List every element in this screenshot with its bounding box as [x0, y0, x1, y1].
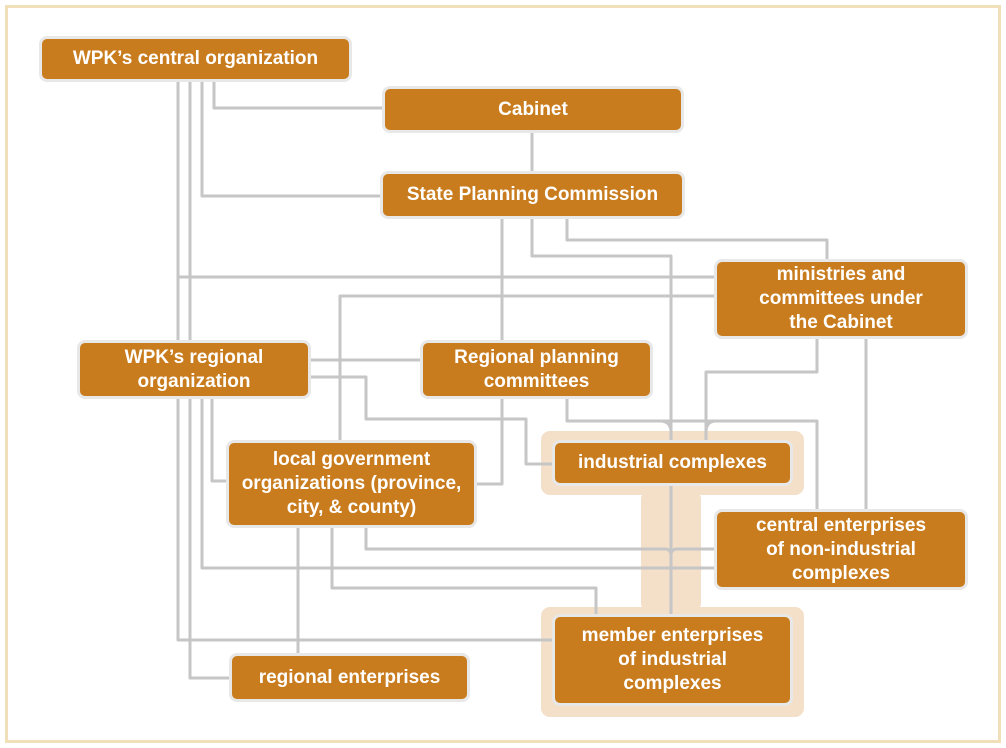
node-member-enterprises: member enterprises of industrial complex… — [552, 614, 793, 706]
edge-regional-planning-central-enterprises — [565, 398, 819, 511]
node-state-planning-commission: State Planning Commission — [380, 171, 685, 219]
node-local-government-organizations: local government organizations (province… — [226, 440, 477, 528]
node-ministries-and-committees: ministries and committees under the Cabi… — [714, 259, 968, 339]
edge-local-government-member-enterprises — [330, 527, 598, 616]
edge-merge-industrial-complexes — [659, 419, 717, 433]
edge-wpk-central-cabinet — [212, 82, 385, 110]
edge-wpk-regional-local-government — [210, 398, 229, 483]
edge-wpk-central-state-planning — [200, 82, 383, 198]
node-wpk-central-organization: WPK’s central organization — [39, 36, 352, 82]
edge-wpk-regional-central-enterprises — [200, 398, 717, 570]
node-wpk-regional-organization: WPK’s regional organization — [77, 340, 311, 399]
edge-state-planning-industrial-complexes — [530, 219, 673, 442]
edge-ministries-local-government — [338, 294, 717, 443]
node-regional-enterprises: regional enterprises — [229, 653, 470, 702]
edge-state-planning-central-enterprises — [565, 219, 829, 261]
edge-wpk-regional-regional-enterprises — [188, 398, 232, 680]
edge-wpk-regional-industrial-complexes — [308, 375, 555, 466]
node-regional-planning-committees: Regional planning committees — [420, 340, 653, 399]
edge-regional-planning-local-government — [476, 398, 504, 486]
node-central-enterprises: central enterprises of non-industrial co… — [714, 509, 968, 590]
edge-local-government-central-enterprises — [364, 527, 717, 556]
edge-ministries-industrial-complexes — [704, 338, 819, 442]
node-industrial-complexes: industrial complexes — [552, 440, 793, 486]
node-cabinet: Cabinet — [382, 86, 684, 133]
